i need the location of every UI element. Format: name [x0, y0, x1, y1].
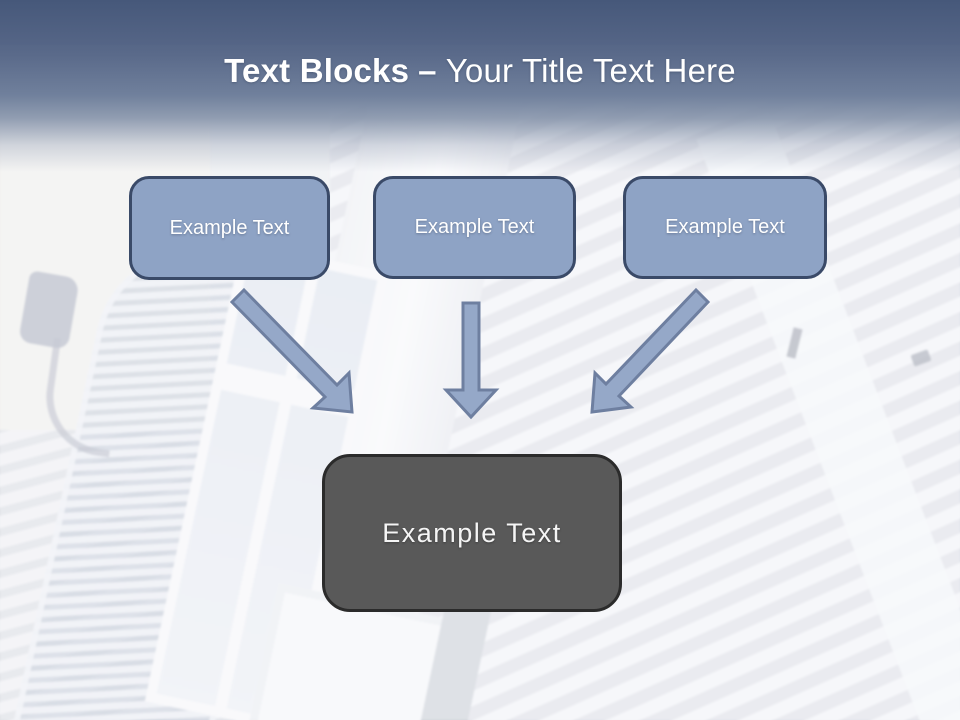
title-bold-text: Text Blocks [224, 52, 410, 89]
text-block-1: Example Text [129, 176, 330, 280]
title-regular-text: Your Title Text Here [445, 52, 736, 89]
text-block-3-label: Example Text [665, 216, 785, 238]
text-block-3: Example Text [623, 176, 827, 279]
summary-block: Example Text [322, 454, 622, 612]
text-block-2: Example Text [373, 176, 576, 279]
title-dash: – [418, 52, 437, 89]
summary-block-label: Example Text [382, 517, 562, 548]
title-banner: Text Blocks–Your Title Text Here [0, 0, 960, 175]
text-block-2-label: Example Text [414, 216, 535, 238]
slide-title: Text Blocks–Your Title Text Here [0, 0, 960, 90]
text-block-1-label: Example Text [169, 216, 290, 239]
